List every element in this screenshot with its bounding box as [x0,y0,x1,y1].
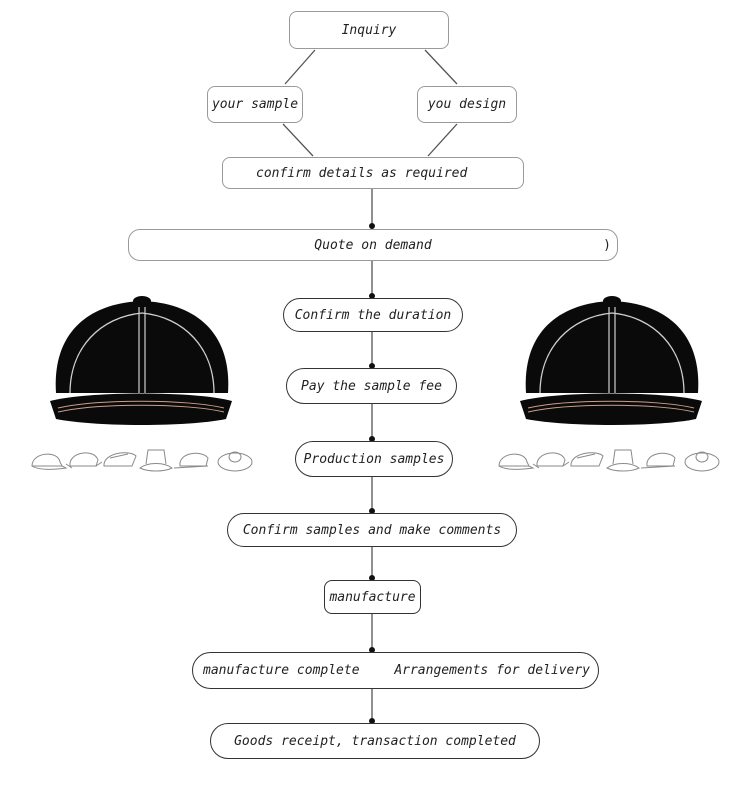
manufacture-complete-label: manufacture complete [203,663,360,678]
bucket-hat-icon [606,449,640,472]
pay-fee-label: Pay the sample fee [301,378,442,394]
bucket-hat-icon [139,449,173,472]
production-samples-label: Production samples [303,451,445,467]
quote-step: Quote on demand ) [128,229,618,261]
your-sample-step: your sample [207,86,303,123]
goods-receipt-step: Goods receipt, transaction completed [210,723,540,759]
pay-fee-step: Pay the sample fee [286,368,457,404]
trucker-cap-icon [532,452,570,469]
confirm-duration-label: Confirm the duration [294,307,452,323]
inquiry-step: Inquiry [289,11,449,49]
manufacture-complete-step: manufacture complete Arrangements for de… [192,652,599,689]
inquiry-label: Inquiry [341,22,397,38]
production-samples-step: Production samples [295,441,453,477]
wide-brim-hat-icon [684,451,720,472]
snapback-cap-icon [520,296,702,425]
snapback-cap-icon [50,296,232,425]
baseball-cap-icon [498,453,535,470]
dad-cap-icon [173,452,209,469]
confirm-samples-label: Confirm samples and make comments [242,522,502,538]
flat-cap-icon [570,452,604,467]
confirm-details-label: confirm details as required [256,165,468,181]
wide-brim-hat-icon [217,451,253,472]
confirm-duration-step: Confirm the duration [283,298,463,332]
hat-styles-row-left [31,449,253,472]
you-design-label: you design [427,97,507,112]
your-sample-label: your sample [211,97,299,112]
quote-label: Quote on demand [314,237,432,253]
trucker-cap-icon [65,452,103,469]
quote-paren: ) [603,237,611,253]
confirm-details-step: confirm details as required [222,157,524,189]
dad-cap-icon [640,452,676,469]
manufacture-label: manufacture [329,589,416,605]
baseball-cap-icon [31,453,68,470]
manufacture-step: manufacture [324,580,421,614]
you-design-step: you design [417,86,517,123]
goods-receipt-label: Goods receipt, transaction completed [234,733,516,749]
arrangements-label: Arrangements for delivery [394,663,590,678]
hat-styles-row-right [498,449,720,472]
flat-cap-icon [103,452,137,467]
confirm-samples-step: Confirm samples and make comments [227,513,517,547]
